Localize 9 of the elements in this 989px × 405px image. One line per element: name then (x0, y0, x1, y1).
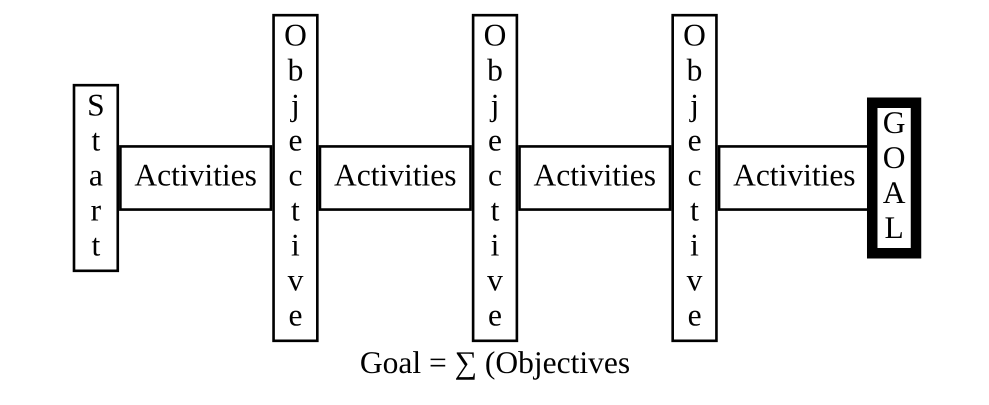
node-box: Objective (272, 14, 318, 342)
node-box: Objective (670, 14, 718, 342)
caption: Goal = ∑ (Objectives (359, 345, 630, 380)
node-box: Objective (471, 14, 518, 342)
node-box: Activities (118, 145, 272, 211)
node-box: Activities (318, 145, 472, 211)
node-box: Start (72, 84, 119, 272)
node-box: GOAL (866, 97, 921, 259)
node-box: Activities (518, 145, 671, 211)
